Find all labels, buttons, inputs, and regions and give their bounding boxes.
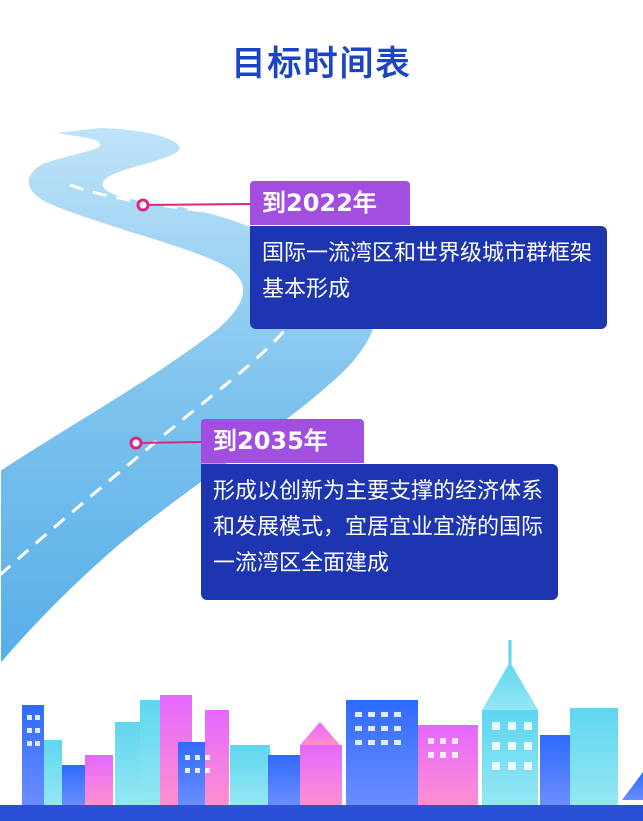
page-title: 目标时间表	[231, 44, 412, 84]
milestone-dot-1	[136, 198, 150, 212]
milestone-year-tag-1: 到2022年	[250, 181, 410, 225]
milestone-connector-2	[135, 441, 202, 444]
milestone-dot-2	[129, 436, 143, 450]
milestone-description-1: 国际一流湾区和世界级城市群框架基本形成	[250, 226, 607, 329]
city-skyline	[22, 640, 643, 805]
milestone-year-tag-2: 到2035年	[201, 419, 364, 463]
ground-strip	[0, 805, 643, 821]
milestone-description-2: 形成以创新为主要支撑的经济体系和发展模式，宜居宜业宜游的国际一流湾区全面建成	[201, 464, 558, 600]
milestone-connector-1	[142, 203, 251, 206]
